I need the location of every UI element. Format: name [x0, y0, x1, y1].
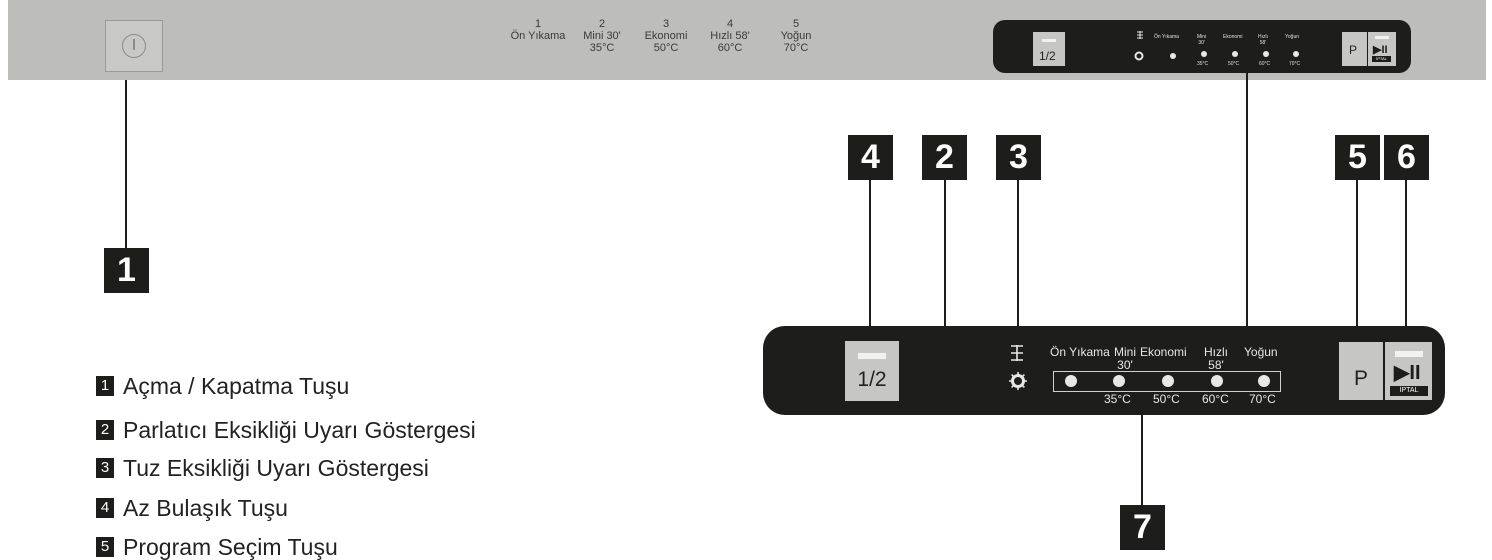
mini-led — [1263, 51, 1269, 57]
callout-1: 1 — [104, 248, 149, 293]
leader-line-5 — [1356, 180, 1358, 342]
callout-4: 4 — [848, 135, 893, 180]
program-led — [1065, 375, 1077, 387]
leader-line-3 — [1017, 180, 1019, 340]
temp-label: 35°C — [1104, 392, 1131, 406]
mini-start-pause-button[interactable]: ▶II — [1373, 44, 1388, 56]
mini-led — [1201, 51, 1207, 57]
mini-program-button[interactable]: P — [1349, 43, 1358, 57]
strip-program-4: 4 Hızlı 58' 60°C — [710, 18, 750, 54]
callout-2: 2 — [922, 135, 967, 180]
power-icon — [122, 34, 146, 58]
leader-line-1 — [125, 80, 127, 250]
strip-program-5: 5 Yoğun 70°C — [780, 18, 812, 54]
mini-salt-icon — [1137, 31, 1143, 39]
mini-half-load-button[interactable]: 1/2 — [1033, 32, 1065, 66]
half-load-label: 1/2 — [857, 368, 887, 391]
mini-led — [1232, 51, 1238, 57]
program-led — [1211, 375, 1223, 387]
callout-5: 5 — [1335, 135, 1380, 180]
program-led-frame — [1053, 371, 1281, 392]
callout-7: 7 — [1120, 505, 1165, 550]
temp-label: 60°C — [1202, 392, 1229, 406]
program-label-eco: Ekonomi — [1140, 345, 1187, 359]
temp-label: 70°C — [1249, 392, 1276, 406]
mini-temp: 60°C — [1259, 61, 1271, 67]
mini-label-1: Ön Yıkama — [1154, 34, 1179, 40]
strip-program-3: 3 Ekonomi 50°C — [644, 18, 688, 54]
mini-led — [1293, 51, 1299, 57]
program-led — [1258, 375, 1270, 387]
mini-led — [1170, 53, 1176, 59]
program-led — [1162, 375, 1174, 387]
mini-label-5: Yoğun — [1285, 34, 1299, 40]
half-load-button[interactable]: 1/2 — [845, 341, 899, 401]
salt-icon — [1011, 345, 1023, 361]
leader-line-6 — [1405, 180, 1407, 342]
mini-label-3: Ekonomi — [1223, 34, 1243, 40]
strip-program-2: 2 Mini 30' 35°C — [583, 18, 621, 54]
strip-program-1: 1 Ön Yıkama — [510, 18, 566, 42]
power-button[interactable] — [105, 20, 163, 72]
program-led — [1113, 375, 1125, 387]
mini-right-buttons: P ▶II İPTAL — [1342, 32, 1396, 66]
leader-line-panel — [1246, 73, 1248, 327]
program-button[interactable]: P — [1353, 367, 1368, 390]
mini-temp: 35°C — [1197, 61, 1209, 67]
rinse-aid-icon — [1009, 372, 1027, 390]
mini-temp: 50°C — [1228, 61, 1240, 67]
callout-6: 6 — [1384, 135, 1429, 180]
leader-line-4 — [869, 180, 871, 342]
right-button-group: P ▶II İPTAL — [1339, 342, 1432, 400]
temp-label: 50°C — [1153, 392, 1180, 406]
cancel-label: İPTAL — [1390, 386, 1428, 396]
program-label-intensive: Yoğun — [1244, 345, 1278, 359]
leader-line-2 — [944, 180, 946, 380]
program-label-pre-wash: Ön Yıkama — [1050, 345, 1110, 359]
callout-3: 3 — [996, 135, 1041, 180]
mini-rinse-aid-icon — [1134, 51, 1144, 61]
leader-line-7 — [1141, 398, 1143, 508]
mini-temp: 70°C — [1289, 61, 1301, 67]
mini-cancel-label: İPTAL — [1372, 56, 1391, 62]
start-pause-button[interactable]: ▶II — [1394, 362, 1421, 384]
